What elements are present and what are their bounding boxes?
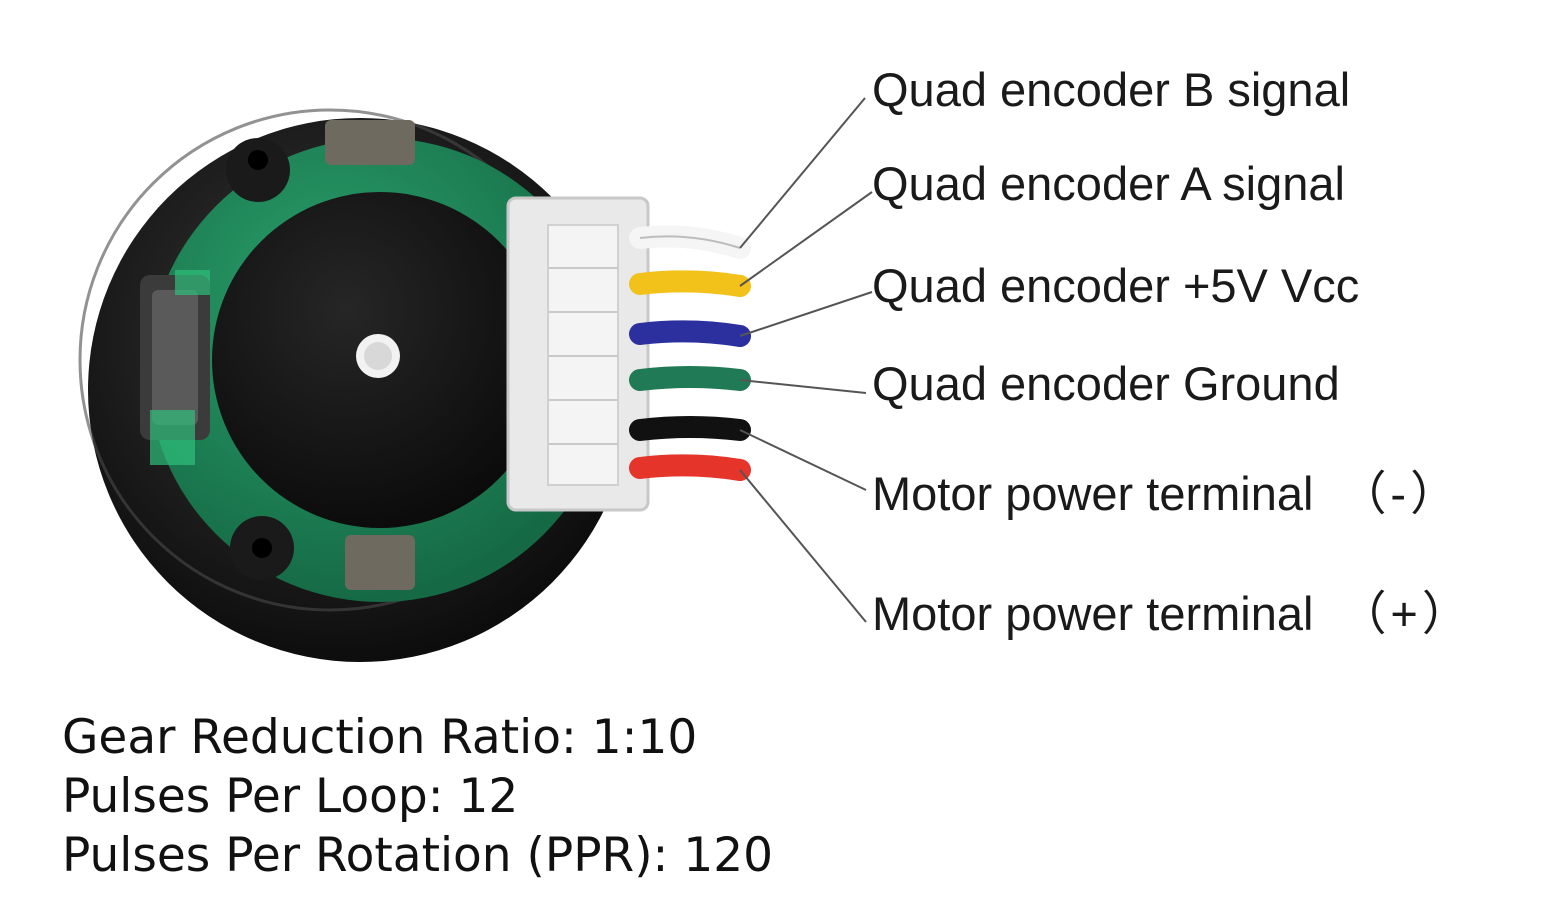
spec-ppr: Pulses Per Rotation (PPR): 120 bbox=[62, 828, 774, 883]
pin-label-motor-negative: Motor power terminal（-） bbox=[872, 467, 1462, 520]
leader-line-ground bbox=[739, 379, 867, 394]
wire-motor-positive bbox=[629, 454, 751, 481]
mounting-hole-bottom bbox=[230, 516, 294, 580]
spec-gear-ratio: Gear Reduction Ratio: 1:10 bbox=[62, 710, 698, 765]
wire-b-signal-outline bbox=[639, 235, 741, 249]
leader-line-a-signal bbox=[739, 191, 873, 287]
wire-motor-negative bbox=[629, 416, 751, 441]
wire-a-signal bbox=[629, 270, 751, 297]
pin-label-motor-positive: Motor power terminal（+） bbox=[872, 587, 1473, 640]
pin-label-b-signal: Quad encoder B signal bbox=[872, 63, 1351, 116]
leader-line-motor-negative bbox=[739, 429, 867, 491]
mounting-hole-top bbox=[226, 138, 290, 202]
pin-label-a-signal: Quad encoder A signal bbox=[872, 157, 1345, 210]
wire-vcc bbox=[629, 320, 751, 347]
smd-component-bottom bbox=[345, 535, 415, 590]
leader-line-motor-positive bbox=[739, 469, 867, 623]
spec-pulses-per-loop: Pulses Per Loop: 12 bbox=[62, 769, 519, 824]
leader-line-vcc bbox=[739, 291, 873, 337]
pin-label-vcc: Quad encoder +5V Vcc bbox=[872, 259, 1360, 312]
wire-bundle bbox=[629, 225, 751, 481]
pin-label-ground: Quad encoder Ground bbox=[872, 357, 1340, 410]
smd-component-top bbox=[325, 120, 415, 165]
leader-lines bbox=[739, 97, 873, 623]
wire-ground bbox=[629, 366, 751, 391]
motor-specs: Gear Reduction Ratio: 1:10 Pulses Per Lo… bbox=[62, 708, 773, 885]
leader-line-b-signal bbox=[739, 97, 866, 249]
